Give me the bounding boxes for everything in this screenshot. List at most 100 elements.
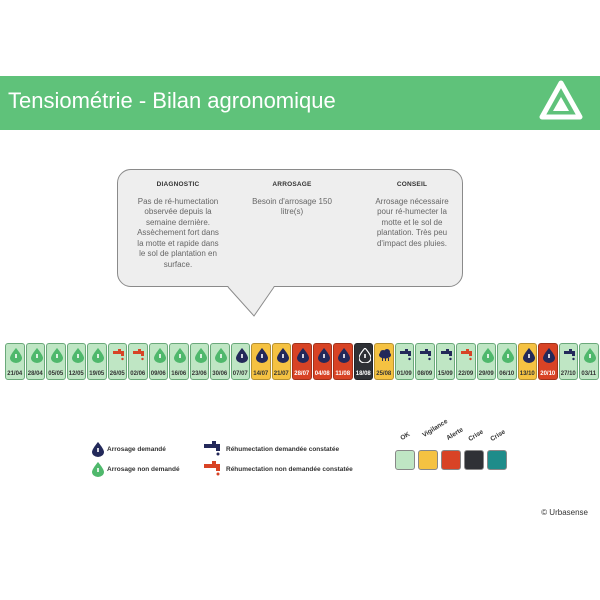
timeline-cell[interactable]: 29/09 xyxy=(476,343,496,380)
timeline-date: 29/09 xyxy=(478,371,494,377)
timeline-cell[interactable]: 21/04 xyxy=(5,343,25,380)
timeline-cell[interactable]: 22/09 xyxy=(456,343,476,380)
timeline-date: 21/04 xyxy=(7,371,23,377)
diagnostic-line: le sol de plantation en xyxy=(139,249,217,258)
timeline-cell[interactable]: 14/07 xyxy=(251,343,271,380)
drop-green-icon xyxy=(51,348,63,363)
timeline-cell[interactable]: 08/09 xyxy=(415,343,435,380)
diagnostic-line: surface. xyxy=(163,259,193,269)
timeline-cell[interactable]: 26/05 xyxy=(107,343,127,380)
timeline-date: 16/06 xyxy=(171,371,187,377)
drop-navy-icon xyxy=(338,348,350,363)
timeline-cell[interactable]: 11/08 xyxy=(333,343,353,380)
copyright-credit: © Urbasense xyxy=(541,508,588,517)
timeline-cell[interactable]: 25/08 xyxy=(374,343,394,380)
drop-navy-icon xyxy=(92,442,104,457)
faucet-navy-icon xyxy=(563,349,575,361)
arrosage-line: litre(s) xyxy=(280,207,304,216)
timeline-cell[interactable]: 03/11 xyxy=(579,343,599,380)
timeline-cell[interactable]: 12/05 xyxy=(66,343,86,380)
drop-green-icon xyxy=(194,348,207,363)
timeline-cell[interactable]: 04/08 xyxy=(312,343,332,380)
timeline-cell[interactable]: 28/07 xyxy=(292,343,312,380)
drop-green-icon xyxy=(174,348,186,363)
diagnostic-line: la motte et rapide dans xyxy=(137,238,219,248)
diagnostic-line: Assèchement fort dans xyxy=(137,228,219,237)
timeline-date: 12/05 xyxy=(68,371,84,377)
drop-green-icon xyxy=(10,348,22,363)
timeline-cell[interactable]: 13/10 xyxy=(517,343,537,380)
conseil-column: CONSEIL Arrosage nécessaire pour ré-hume… xyxy=(364,180,460,249)
timeline-cell[interactable]: 09/06 xyxy=(148,343,168,380)
info-bubble: DIAGNOSTIC Pas de ré-humectation observé… xyxy=(117,169,463,287)
conseil-line: motte et le sol de xyxy=(381,217,443,227)
drop-white-icon xyxy=(358,348,371,363)
diagnostic-line: Pas de ré-humectation xyxy=(137,196,219,206)
timeline-date: 28/07 xyxy=(294,371,310,377)
timeline-cell[interactable]: 01/09 xyxy=(394,343,414,380)
drop-green-icon xyxy=(92,348,104,363)
drop-green-icon xyxy=(215,348,227,363)
timeline-cell[interactable]: 19/05 xyxy=(87,343,107,380)
timeline-cell[interactable]: 05/05 xyxy=(46,343,66,380)
drop-green-icon xyxy=(30,348,43,363)
conseil-title: CONSEIL xyxy=(396,181,428,188)
diagnostic-column: DIAGNOSTIC Pas de ré-humectation observé… xyxy=(126,180,230,270)
timeline-date: 20/10 xyxy=(540,371,556,377)
timeline-date: 08/09 xyxy=(417,371,433,377)
timeline-cell[interactable]: 27/10 xyxy=(558,343,578,380)
drop-navy-icon xyxy=(543,348,555,363)
timeline-cell[interactable]: 15/09 xyxy=(435,343,455,380)
faucet-navy-icon xyxy=(440,349,452,361)
timeline-cell[interactable]: 28/04 xyxy=(25,343,45,380)
timeline-date: 27/10 xyxy=(560,371,576,377)
timeline-date: 15/09 xyxy=(437,371,453,377)
timeline-date: 13/10 xyxy=(519,371,535,377)
arrosage-title: ARROSAGE xyxy=(272,181,312,188)
timeline-cell[interactable]: 07/07 xyxy=(230,343,250,380)
diagnostic-title: DIAGNOSTIC xyxy=(156,181,200,188)
timeline-date: 01/09 xyxy=(396,371,412,377)
conseil-line: pour ré-humecter la xyxy=(377,207,447,216)
legend-rehumectation-non-demandee: Réhumectation non demandée constatée xyxy=(226,466,353,473)
timeline-date: 07/07 xyxy=(232,371,248,377)
timeline-cell[interactable]: 30/06 xyxy=(210,343,230,380)
faucet-red-icon xyxy=(204,461,220,476)
status-label-crise: Crise xyxy=(467,428,485,443)
drop-green-icon xyxy=(153,348,166,363)
swatch-crise xyxy=(464,450,484,470)
timeline-date: 26/05 xyxy=(109,371,125,377)
timeline-date: 18/08 xyxy=(355,371,371,377)
drop-green-icon xyxy=(502,348,514,363)
conseil-line: plantation. Très peu xyxy=(376,228,448,237)
drop-green-icon xyxy=(481,348,494,363)
timeline-cell[interactable]: 21/07 xyxy=(271,343,291,380)
cloud-navy-icon xyxy=(379,349,391,361)
conseil-line: Arrosage nécessaire xyxy=(375,196,449,206)
timeline-date: 11/08 xyxy=(335,371,351,377)
status-label-alerte: Alerte xyxy=(445,426,465,442)
swatch-ok xyxy=(395,450,415,470)
timeline-date: 03/11 xyxy=(581,371,597,377)
drop-navy-icon xyxy=(522,348,535,363)
diagnostic-line: observée depuis la xyxy=(144,207,212,216)
timeline-date: 02/06 xyxy=(130,371,146,377)
timeline-cell[interactable]: 18/08 xyxy=(353,343,373,380)
timeline-cell[interactable]: 16/06 xyxy=(169,343,189,380)
bubble-pointer xyxy=(227,286,275,317)
timeline-date: 25/08 xyxy=(376,371,392,377)
timeline-cell[interactable]: 20/10 xyxy=(538,343,558,380)
faucet-red-icon xyxy=(133,349,144,361)
drop-navy-icon xyxy=(297,348,309,363)
timeline-cell[interactable]: 06/10 xyxy=(497,343,517,380)
timeline-date: 30/06 xyxy=(212,371,228,377)
timeline-date: 09/06 xyxy=(150,371,166,377)
diagnostic-line: semaine dernière. xyxy=(145,217,211,227)
timeline-date: 21/07 xyxy=(273,371,289,377)
timeline-cell[interactable]: 02/06 xyxy=(128,343,148,380)
faucet-red-icon xyxy=(112,349,124,361)
swatch-crise-2 xyxy=(487,450,507,470)
timeline-cell[interactable]: 23/06 xyxy=(189,343,209,380)
drop-navy-icon xyxy=(235,348,248,363)
